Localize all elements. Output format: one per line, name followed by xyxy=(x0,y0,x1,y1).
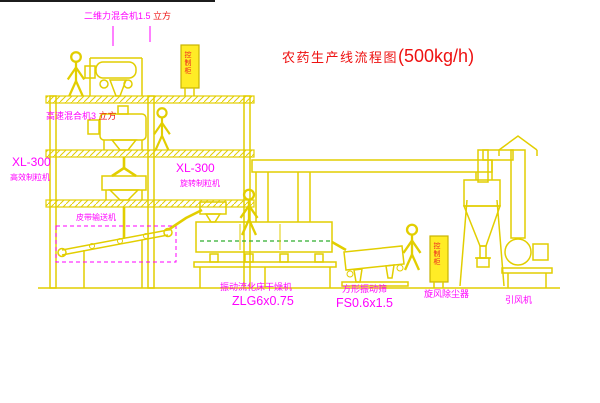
label-screen-model: FS0.6x1.5 xyxy=(336,296,393,310)
label-high-speed-mixer-unit: 立方 xyxy=(98,111,117,121)
label-screen-name: 方形振动筛 xyxy=(342,284,388,294)
title-capacity: (500kg/h) xyxy=(398,46,475,66)
label-granulator-left-name: 高效制粒机 xyxy=(10,173,50,182)
label-2d-mixer-unit: 立方 xyxy=(153,11,172,21)
cabinet1-label: 控制柜 xyxy=(184,51,191,75)
leader-lines xyxy=(112,26,151,46)
frame-edge xyxy=(0,0,215,2)
label-belt-conveyor: 皮带输送机 xyxy=(76,213,116,222)
worker-figure xyxy=(66,51,86,98)
granulator xyxy=(101,175,147,238)
label-granulator-mid-model: XL-300 xyxy=(176,161,215,175)
worker-figure xyxy=(402,223,422,272)
floor-slab-mid xyxy=(45,149,255,158)
worker-figure xyxy=(239,188,259,237)
vibrating-screen xyxy=(341,245,409,287)
label-dryer-name: 振动流化床干燥机 xyxy=(220,282,293,292)
label-high-speed-mixer-name: 高速混合机3 xyxy=(46,111,97,121)
pit-outline xyxy=(55,225,177,263)
cabinet2-label: 控制柜 xyxy=(433,242,440,266)
cyclone-separator xyxy=(459,149,514,287)
control-cabinet-1 xyxy=(180,44,200,96)
label-granulator-left-model: XL-300 xyxy=(12,155,51,169)
exhaust-stack xyxy=(498,135,538,239)
fluid-bed-dryer xyxy=(193,221,347,288)
label-granulator-mid-name: 旋转制粒机 xyxy=(180,179,220,188)
building-frame xyxy=(45,95,255,289)
label-cyclone: 旋风除尘器 xyxy=(424,289,470,299)
floor-slab-top xyxy=(45,95,255,104)
label-high-speed-mixer: 高速混合机3 立方 xyxy=(46,111,117,121)
high-speed-mixer xyxy=(87,105,147,178)
control-cabinet-2 xyxy=(429,235,449,288)
induced-draft-fan xyxy=(501,238,553,288)
label-dryer-model: ZLG6x0.75 xyxy=(232,294,294,308)
title-text: 农药生产线流程图 xyxy=(282,50,399,65)
drawing-title: 农药生产线流程图(500kg/h) xyxy=(282,46,474,67)
exhaust-duct xyxy=(251,159,493,222)
worker-figure xyxy=(153,107,171,152)
label-fan: 引风机 xyxy=(505,295,533,305)
belt-conveyor xyxy=(55,225,177,288)
floor-slab-low xyxy=(45,199,255,208)
label-2d-mixer: 二维力混合机1.5 立方 xyxy=(84,11,172,21)
label-2d-mixer-name: 二维力混合机1.5 xyxy=(84,11,151,21)
two-dimensional-mixer xyxy=(84,57,143,97)
